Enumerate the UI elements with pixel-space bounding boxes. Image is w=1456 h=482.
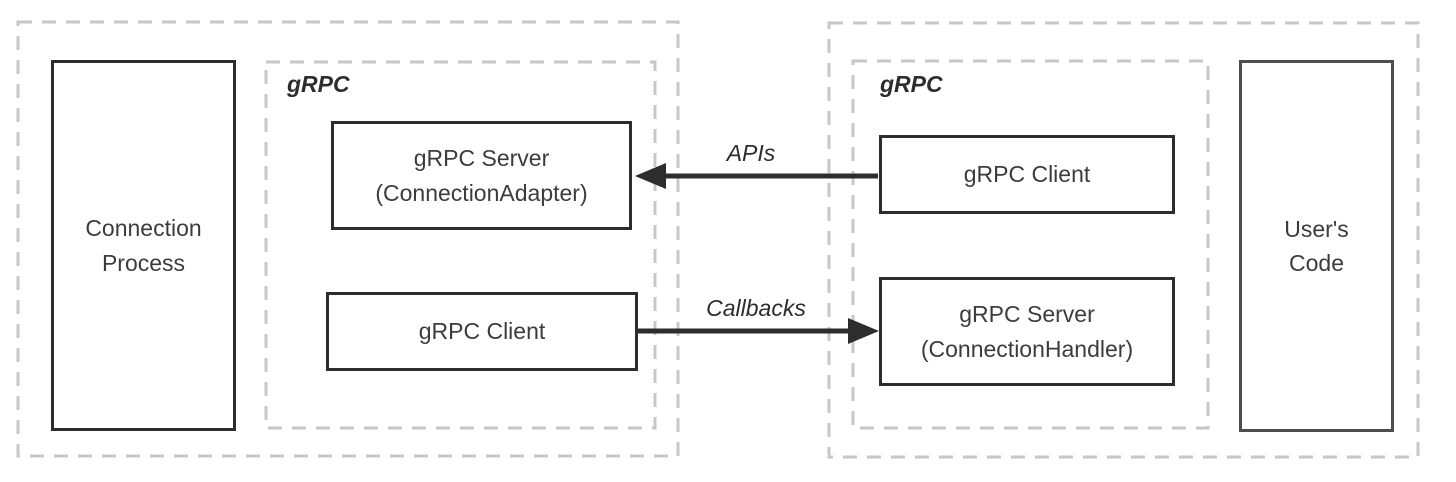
callbacks-arrow-label: Callbacks [706, 295, 806, 321]
right-grpc-dashed-border [851, 59, 1210, 430]
right-outer-dashed-border [827, 21, 1420, 459]
right-grpc-client-box: gRPC Client [879, 135, 1175, 214]
apis-arrowhead-left-icon [635, 163, 666, 189]
connection-process-box: Connection Process [51, 60, 236, 431]
left-grpc-dashed-border [264, 60, 657, 430]
callbacks-arrowhead-right-icon [848, 318, 879, 344]
callbacks-arrow [638, 318, 879, 344]
left-grpc-client-label: gRPC Client [418, 318, 546, 345]
grpc-server-connection-adapter-box: gRPC Server (ConnectionAdapter) [331, 121, 632, 230]
connection-process-label: Connection Process [85, 215, 202, 276]
right-grpc-client-label: gRPC Client [963, 161, 1091, 188]
apis-arrow [635, 163, 878, 189]
grpc-server-connection-handler-label: gRPC Server (ConnectionHandler) [920, 301, 1134, 362]
users-code-box: User's Code [1239, 60, 1394, 432]
grpc-server-connection-adapter-label: gRPC Server (ConnectionAdapter) [375, 145, 588, 206]
grpc-server-connection-handler-box: gRPC Server (ConnectionHandler) [879, 277, 1175, 386]
left-grpc-title: gRPC [287, 71, 350, 97]
left-grpc-client-box: gRPC Client [326, 292, 638, 371]
right-grpc-title: gRPC [880, 71, 943, 97]
users-code-label: User's Code [1284, 215, 1349, 277]
apis-arrow-label: APIs [726, 140, 776, 166]
left-outer-dashed-border [16, 20, 680, 458]
